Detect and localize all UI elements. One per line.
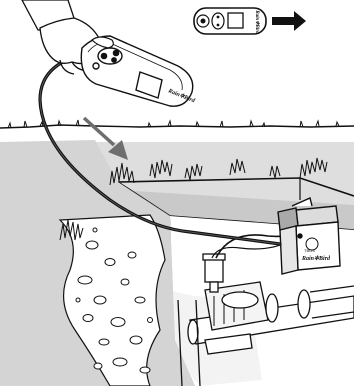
arrow-right-icon [272, 11, 306, 31]
inset-handheld-icon: Rain✲Bird [194, 8, 266, 34]
control-module-icon: TBOS Rain✲Bird [278, 198, 340, 274]
horizon-line [0, 125, 354, 128]
module-small-label: TBOS [304, 248, 315, 253]
handheld-programmer-icon: Rain✲Bird [81, 36, 197, 106]
module-brand-text: Rain✲Bird [301, 255, 331, 262]
inset-brand-text: Rain✲Bird [254, 10, 260, 34]
